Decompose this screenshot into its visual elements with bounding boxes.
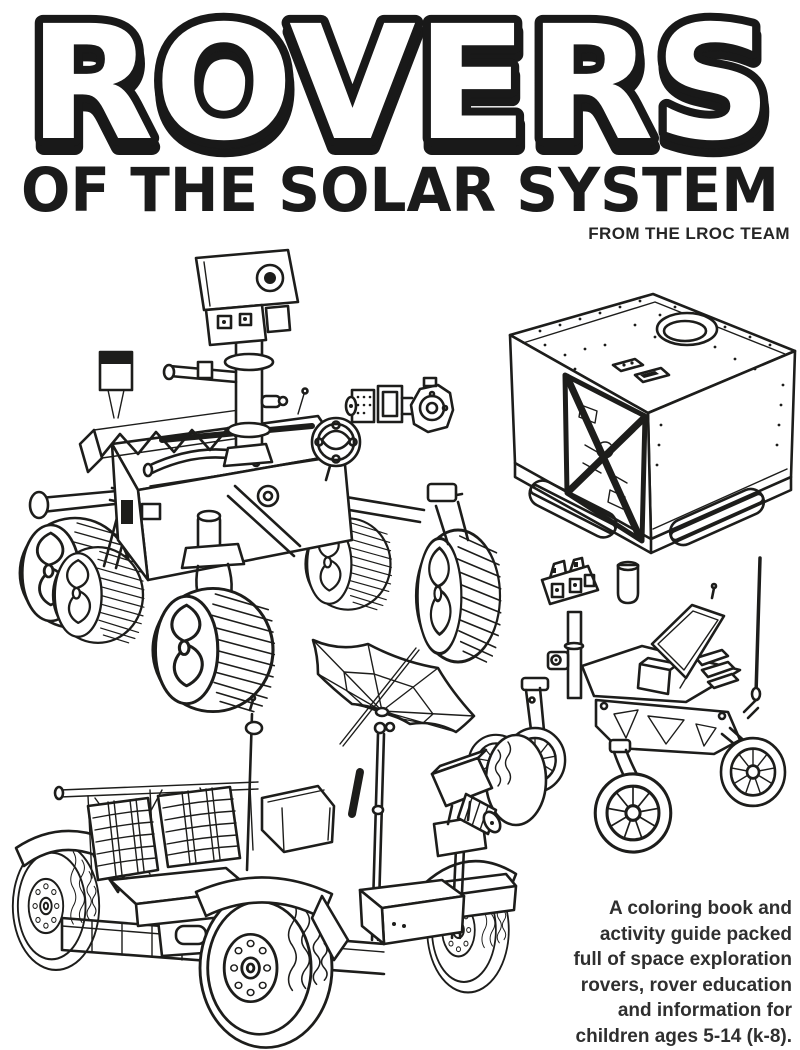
page-subtitle: OF THE SOLAR SYSTEM: [21, 155, 779, 226]
page-title: ROVERS: [28, 0, 772, 176]
box-body: [508, 292, 797, 541]
title-wordmark: ROVERS ROVERS: [20, 0, 781, 193]
title-shadow: ROVERS: [29, 1, 773, 185]
antenna-mast: [742, 556, 762, 720]
front-left-fender: [194, 876, 350, 962]
umbrella-antenna: [311, 638, 476, 942]
arm-turret: [344, 376, 455, 434]
front-wheel-assembly: [180, 484, 302, 614]
support-leg: [616, 563, 640, 605]
byline: FROM THE LROC TEAM: [588, 224, 790, 243]
mast-and-stereo-camera-head: [540, 556, 600, 700]
control-console: [260, 784, 336, 854]
boxy-rover-illustration: [508, 292, 797, 605]
description-text: A coloring book and activity guide packe…: [573, 898, 792, 1047]
deck-and-solar-panel: [580, 582, 742, 704]
chassis-frame: [594, 698, 742, 756]
low-gain-antenna: [244, 694, 264, 872]
camera-mast: [162, 248, 300, 468]
mesh-seats: [86, 785, 242, 882]
lunar-roving-vehicle-illustration: [11, 638, 548, 1049]
mars-science-rover-illustration: [18, 248, 503, 714]
prototype-rover-illustration: [467, 556, 787, 854]
base-skirt-and-handles: [513, 461, 793, 605]
open-panel-with-x-brace: [562, 372, 648, 544]
subtitle-banner: OF THE SOLAR SYSTEM: [21, 155, 779, 226]
tv-camera: [430, 748, 502, 858]
high-gain-antenna: [310, 416, 362, 482]
lcru-battery-boxes: [358, 846, 518, 946]
